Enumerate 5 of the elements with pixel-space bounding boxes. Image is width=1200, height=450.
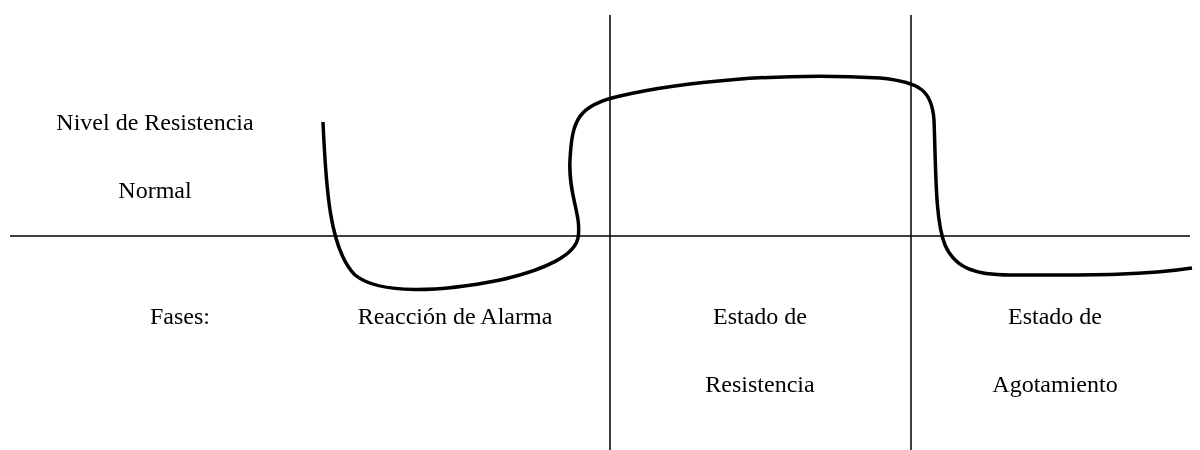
level-label: Nivel de Resistencia Normal (55, 108, 255, 205)
phase-label: Reacción de Alarma (356, 302, 554, 331)
phases-label: Fases: (149, 302, 211, 331)
phase-label: Estado de Resistencia (704, 302, 816, 399)
phase-label: Estado de Agotamiento (991, 302, 1119, 399)
